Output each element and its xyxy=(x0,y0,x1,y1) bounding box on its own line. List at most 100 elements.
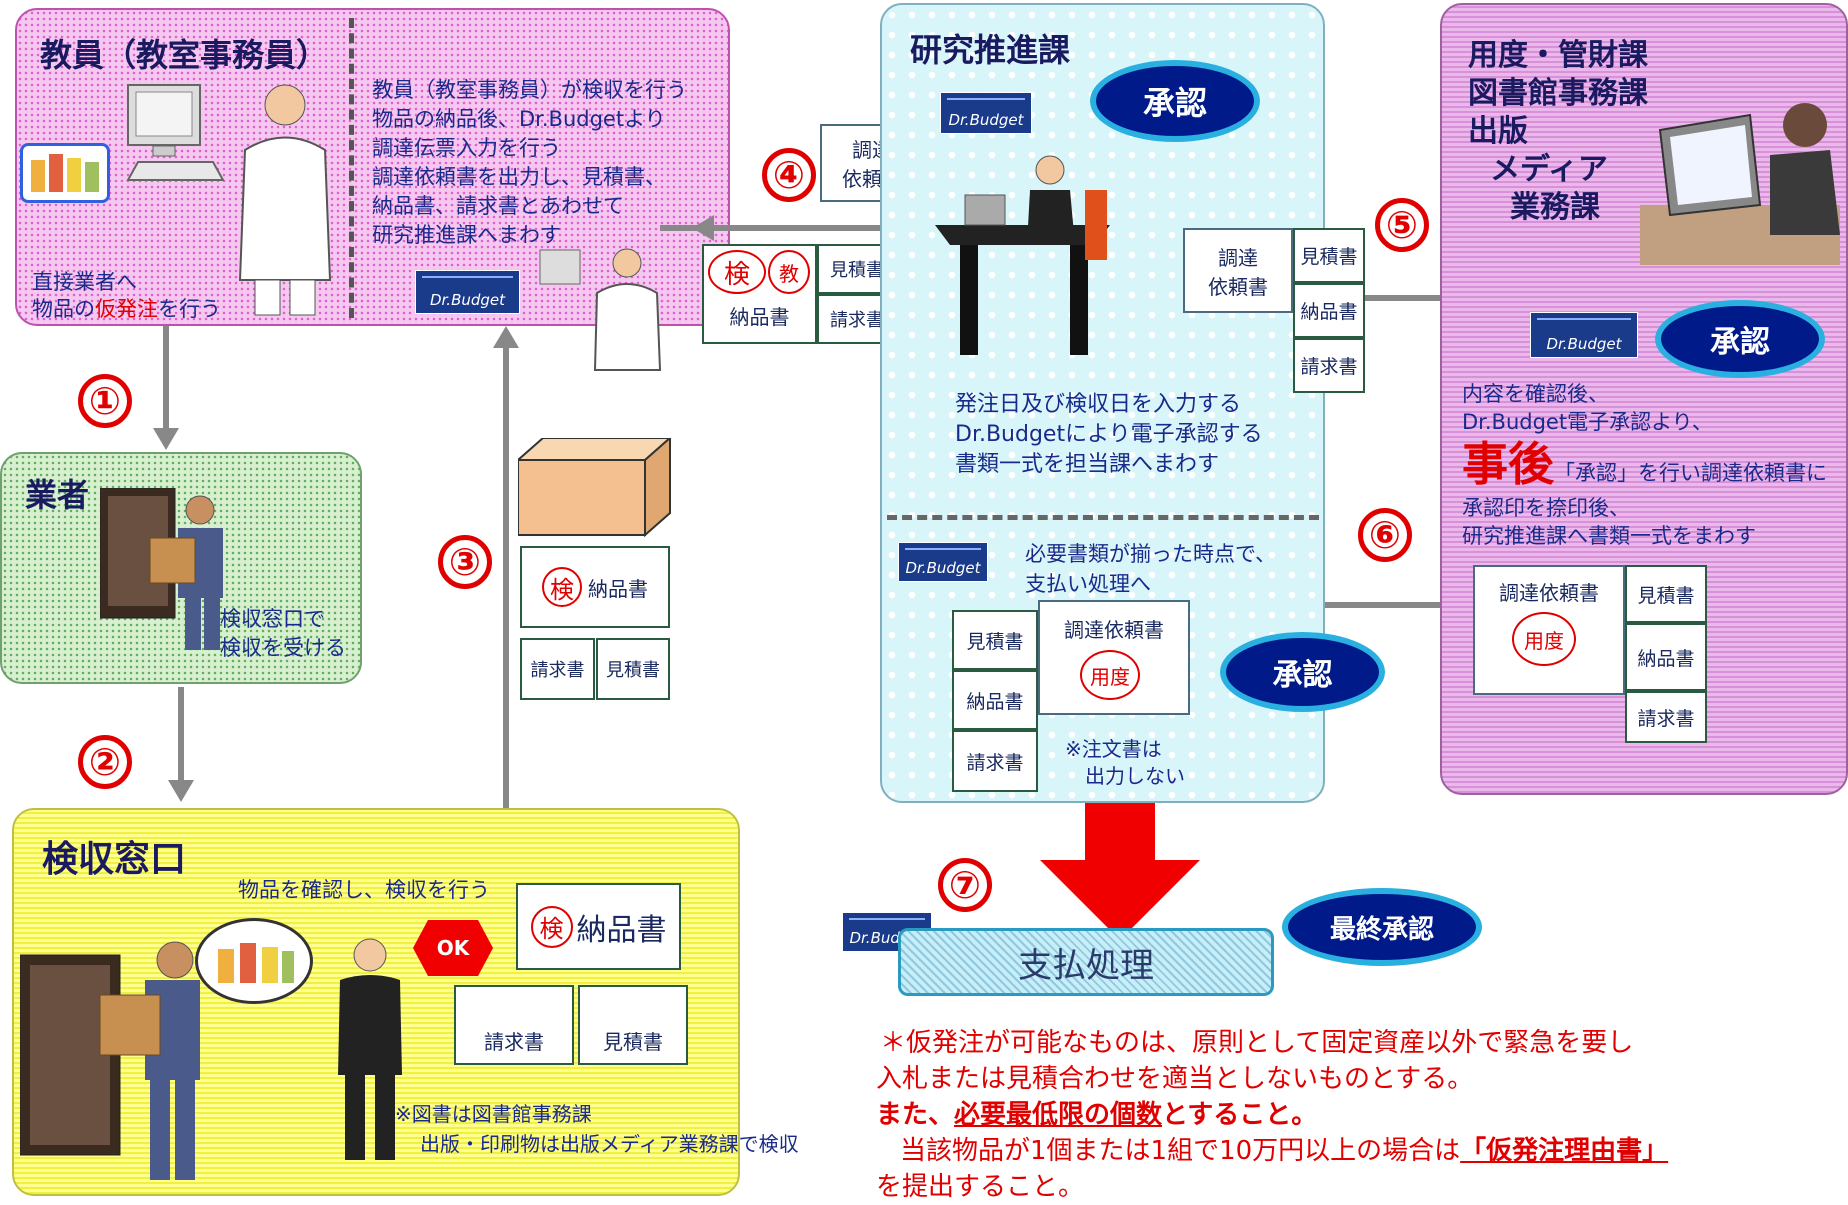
vendor-text-1: 検収窓口で xyxy=(220,607,325,631)
supply-title-3: 出版 xyxy=(1468,114,1528,149)
step-5-marker: ⑤ xyxy=(1375,198,1429,252)
drbudget-logo-2: Dr.Budget xyxy=(940,92,1032,134)
drbudget-logo-3: Dr.Budget xyxy=(898,542,988,582)
delivery-doc-5: 納品書 xyxy=(1293,283,1365,338)
supply-title-4: メディア xyxy=(1490,152,1608,187)
arrow-3-head xyxy=(493,326,519,348)
research-text-2: Dr.Budgetにより電子承認する xyxy=(955,422,1263,447)
laptop-worker-icon xyxy=(1640,103,1840,265)
payment-ready-1: 必要書類が揃った時点で、 xyxy=(1025,542,1277,566)
pre-order-line2: 物品の仮発注を行う xyxy=(32,297,221,321)
step3-delivery-doc: 検納品書 xyxy=(520,546,670,628)
computer-icon xyxy=(126,84,225,181)
inspection-confirm: 物品を確認し、検収を行う xyxy=(238,878,490,902)
supply-desc-2: Dr.Budget電子承認より、 xyxy=(1462,410,1713,434)
teacher-desc-6: 研究推進課へまわす xyxy=(372,223,561,247)
research-text-3: 書類一式を担当課へまわす xyxy=(955,452,1220,477)
supply-title-2: 図書館事務課 xyxy=(1468,76,1648,111)
arrow-4-head-left xyxy=(692,215,714,241)
research-approve-bubble: 承認 xyxy=(1090,60,1260,142)
research-divider xyxy=(887,515,1319,520)
youdo-stamp: 用度 xyxy=(1080,650,1140,700)
teacher-desc-3: 調達伝票入力を行う xyxy=(372,136,561,160)
teacher-panel xyxy=(15,8,730,326)
delivery-doc-6: 納品書 xyxy=(952,670,1038,730)
arrow-7-red xyxy=(1040,802,1200,940)
doctor-icon xyxy=(238,84,332,316)
step-3-marker: ③ xyxy=(438,535,492,589)
arrow-2-head xyxy=(168,780,194,802)
inspection-bubble xyxy=(195,918,313,1004)
supply-title-5: 業務課 xyxy=(1510,190,1600,225)
divider xyxy=(349,18,354,318)
drbudget-logo-4: Dr.Budget xyxy=(1530,312,1638,358)
bottles-icon xyxy=(31,154,99,192)
ok-label: OK xyxy=(436,936,470,960)
vendor-text-2: 検収を受ける xyxy=(220,636,346,660)
ken-stamp-2: 検 xyxy=(542,567,582,607)
delivery-doc-7: 納品書 xyxy=(1625,623,1707,691)
supply-approve-bubble: 承認 xyxy=(1655,300,1825,378)
kyo-stamp: 教 xyxy=(768,250,810,294)
request-doc-5: 調達依頼書 xyxy=(1183,228,1293,313)
desk-worker-icon xyxy=(935,155,1110,355)
ok-badge xyxy=(413,920,493,976)
step-2-marker: ② xyxy=(78,735,132,789)
arrow-1 xyxy=(163,326,169,436)
teacher-desc-4: 調達依頼書を出力し、見積書、 xyxy=(372,165,666,189)
note-line-5: を提出すること。 xyxy=(876,1172,1085,1202)
supply-desc-4: 承認印を捺印後、 xyxy=(1462,496,1630,520)
step-7-marker: ⑦ xyxy=(938,858,992,912)
youdo-stamp-2: 用度 xyxy=(1512,612,1576,666)
arrow-3 xyxy=(503,345,509,831)
research-text-1: 発注日及び検収日を入力する xyxy=(955,392,1242,417)
invoice-doc-6: 請求書 xyxy=(952,730,1038,792)
arrow-6 xyxy=(1260,602,1450,608)
estimate-doc-5: 見積書 xyxy=(1293,228,1365,283)
businessman-icon xyxy=(338,938,402,1160)
supply-desc-1: 内容を確認後、 xyxy=(1462,382,1609,406)
supply-desc-5: 研究推進課へ書類一式をまわす xyxy=(1462,524,1756,548)
note-line-2: 入札または見積合わせを適当としないものとする。 xyxy=(876,1064,1474,1094)
truck-worker-icon-2 xyxy=(20,941,200,1180)
inspection-note-2: 出版・印刷物は出版メディア業務課で検収 xyxy=(420,1132,799,1156)
research-title: 研究推進課 xyxy=(910,31,1071,69)
inspection-estimate-doc: 見積書 xyxy=(578,985,688,1065)
pre-order-line1: 直接業者へ xyxy=(32,270,137,294)
teacher-desc-5: 納品書、請求書とあわせて xyxy=(372,194,624,218)
step-1-marker: ① xyxy=(78,374,132,428)
note-line-4: 当該物品が1個または1組で10万円以上の場合は「仮発注理由書」 xyxy=(900,1136,1669,1166)
payment-process: 支払処理 xyxy=(898,928,1274,996)
teacher-desc-1: 教員（教室事務員）が検収を行う xyxy=(372,78,687,102)
supply-desc-3: 事後「承認」を行い調達依頼書に xyxy=(1462,437,1827,491)
payment-ready-2: 支払い処理へ xyxy=(1025,572,1151,596)
ken-stamp: 検 xyxy=(530,905,573,948)
inspection-title: 検収窓口 xyxy=(42,839,187,880)
inspection-invoice-doc: 請求書 xyxy=(454,985,574,1065)
estimate-doc-7: 見積書 xyxy=(1625,565,1707,623)
step3-estimate-doc: 見積書 xyxy=(596,638,670,700)
invoice-doc-5: 請求書 xyxy=(1293,338,1365,393)
supply-title-1: 用度・管財課 xyxy=(1468,38,1648,73)
research-approve-bubble-2: 承認 xyxy=(1220,632,1385,712)
drbudget-logo: Dr.Budget xyxy=(415,270,520,314)
teacher-desc-2: 物品の納品後、Dr.Budgetより xyxy=(372,107,666,131)
truck-worker-icon xyxy=(100,488,223,650)
note-line-3: また、必要最低限の個数とすること。 xyxy=(876,1100,1318,1130)
step-6-marker: ⑥ xyxy=(1358,508,1412,562)
inspection-note-1: ※図書は図書館事務課 xyxy=(395,1102,592,1126)
invoice-doc-7: 請求書 xyxy=(1625,691,1707,743)
doctor-small-icon xyxy=(539,248,662,371)
order-note-2: 出力しない xyxy=(1085,764,1185,788)
final-approve-bubble: 最終承認 xyxy=(1282,888,1482,966)
arrow-2 xyxy=(178,687,184,787)
inspection-delivery-doc: 検納品書 xyxy=(516,883,681,970)
step-4-marker: ④ xyxy=(762,148,816,202)
ken-stamp-3: 検 xyxy=(708,250,766,294)
arrow-4 xyxy=(660,225,925,231)
estimate-doc-6: 見積書 xyxy=(952,610,1038,670)
package-icon xyxy=(518,438,672,538)
order-note-1: ※注文書は xyxy=(1065,737,1162,761)
bottles-icon-2 xyxy=(218,943,294,983)
arrow-1-head xyxy=(153,428,179,450)
